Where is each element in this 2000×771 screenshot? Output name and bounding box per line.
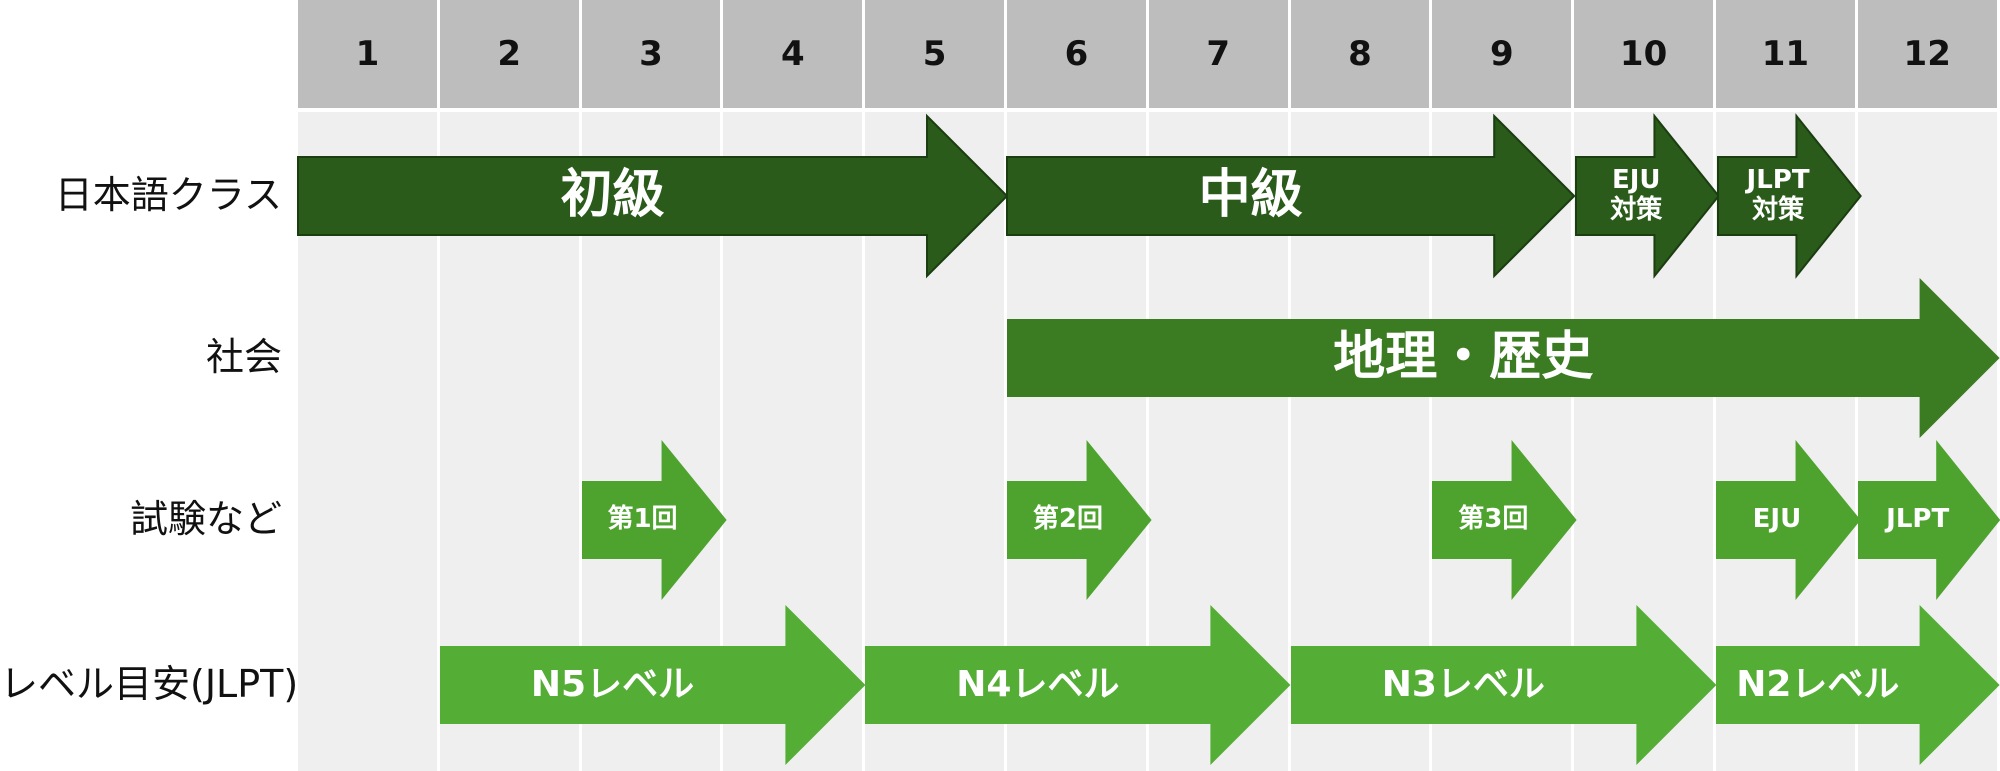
arrow-polygon-eju (1716, 440, 1861, 600)
row-label-exams: 試験など (129, 497, 282, 541)
month-header-10: 10 (1574, 0, 1713, 108)
arrow-eju-prep: EJU 対策 (1575, 113, 1721, 279)
arrow-polygon-eju-prep (1575, 113, 1721, 279)
arrow-label-jlpt: JLPT (1886, 504, 1950, 535)
row-label-social: 社会 (205, 335, 282, 379)
arrow-polygon-n5 (439, 605, 866, 765)
arrow-label-n2: N2レベル (1736, 664, 1900, 706)
arrow-polygon-exam-1 (581, 440, 727, 600)
arrow-shape-n2 (1716, 605, 2000, 765)
arrow-shape-n4 (865, 605, 1291, 765)
month-header-5: 5 (865, 0, 1004, 108)
arrow-label-jlpt-prep: JLPT 対策 (1746, 165, 1810, 225)
arrow-shape-geo-history (1007, 278, 2000, 438)
arrow-label-eju: EJU (1752, 504, 1802, 535)
month-header-3: 3 (581, 0, 721, 108)
month-header-9: 9 (1432, 0, 1572, 108)
arrow-exam-1: 第1回 (581, 440, 727, 600)
arrow-polygon-jlpt (1857, 440, 2000, 600)
arrow-polygon-n4 (865, 605, 1291, 765)
row-label-jlpt-level: レベル目安(JLPT) (0, 662, 299, 706)
month-header-2: 2 (439, 0, 579, 108)
month-header-7: 7 (1148, 0, 1288, 108)
month-header-6: 6 (1007, 0, 1146, 108)
arrow-shape-intermediate (1006, 113, 1576, 279)
arrow-shape-jlpt-prep (1717, 113, 1862, 279)
arrow-label-n4: N4レベル (956, 664, 1120, 706)
arrow-label-eju-prep: EJU 対策 (1610, 165, 1663, 225)
arrow-shape-exam-3 (1432, 440, 1578, 600)
month-header-4: 4 (723, 0, 863, 108)
arrow-label-intermediate: 中級 (1198, 165, 1303, 226)
arrow-n2: N2レベル (1716, 605, 2000, 765)
arrow-exam-3: 第3回 (1432, 440, 1578, 600)
arrow-n5: N5レベル (439, 605, 866, 765)
arrow-label-beginner: 初級 (560, 165, 665, 226)
arrow-exam-2: 第2回 (1007, 440, 1152, 600)
arrow-polygon-exam-2 (1007, 440, 1152, 600)
arrow-shape-n5 (439, 605, 866, 765)
arrow-intermediate: 中級 (1006, 113, 1576, 279)
arrow-label-exam-1: 第1回 (607, 504, 678, 535)
arrow-polygon-beginner (297, 113, 1009, 279)
arrow-shape-eju (1716, 440, 1861, 600)
row-label-japanese: 日本語クラス (54, 173, 282, 217)
arrow-label-n5: N5レベル (530, 664, 695, 706)
arrow-polygon-intermediate (1006, 113, 1576, 279)
arrow-polygon-n3 (1290, 605, 1716, 765)
month-header-1: 1 (298, 0, 437, 108)
arrow-polygon-jlpt-prep (1717, 113, 1862, 279)
month-header-11: 11 (1716, 0, 1855, 108)
arrow-n3: N3レベル (1290, 605, 1716, 765)
arrow-shape-exam-1 (581, 440, 727, 600)
arrow-shape-jlpt (1857, 440, 2000, 600)
arrow-shape-eju-prep (1575, 113, 1721, 279)
arrow-label-n3: N3レベル (1381, 664, 1545, 706)
arrow-shape-beginner (297, 113, 1009, 279)
arrow-geo-history: 地理・歴史 (1007, 278, 2000, 438)
arrow-beginner: 初級 (297, 113, 1009, 279)
arrow-shape-n3 (1290, 605, 1716, 765)
arrow-shape-exam-2 (1007, 440, 1152, 600)
arrow-polygon-exam-3 (1432, 440, 1578, 600)
arrow-jlpt: JLPT (1857, 440, 2000, 600)
arrow-eju: EJU (1716, 440, 1861, 600)
arrow-polygon-geo-history (1007, 278, 2000, 438)
month-header-8: 8 (1290, 0, 1430, 108)
arrow-label-geo-history: 地理・歴史 (1333, 327, 1594, 388)
arrow-label-exam-3: 第3回 (1458, 504, 1529, 535)
arrow-label-exam-2: 第2回 (1032, 504, 1103, 535)
arrow-jlpt-prep: JLPT 対策 (1717, 113, 1862, 279)
arrow-polygon-n2 (1716, 605, 2000, 765)
arrow-n4: N4レベル (865, 605, 1291, 765)
month-header-12: 12 (1857, 0, 1997, 108)
